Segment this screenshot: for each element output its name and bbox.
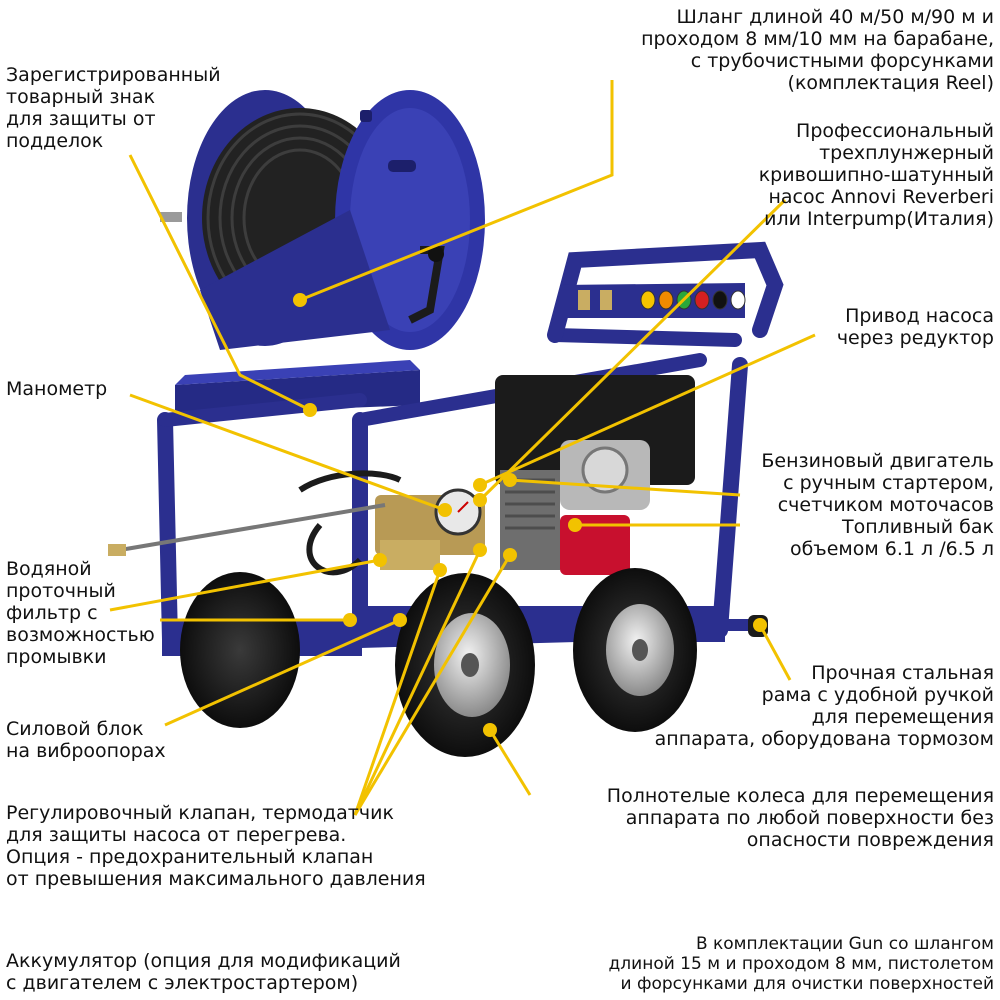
wheel-front-left (395, 573, 535, 757)
leader-dots (293, 293, 767, 737)
brass-nozzle[interactable] (578, 290, 590, 310)
nozzle-holder (560, 283, 746, 318)
wheel-front-right (573, 568, 697, 732)
leader-lines (109, 80, 816, 816)
quick-nozzle-tip[interactable] (694, 290, 710, 310)
pump-assembly (375, 488, 485, 570)
quick-nozzle-tip[interactable] (658, 290, 674, 310)
reel-stand (200, 210, 390, 350)
brass-nozzle[interactable] (600, 290, 612, 310)
quick-nozzle-tip[interactable] (640, 290, 656, 310)
quick-nozzle-tip[interactable] (730, 290, 746, 310)
label-gauge: Манометр (6, 378, 108, 400)
spray-lance (119, 503, 386, 552)
quick-nozzle-tip[interactable] (712, 290, 728, 310)
wheel-rear-left (180, 572, 300, 728)
hose-fitting (160, 212, 182, 222)
gasoline-engine (495, 375, 695, 575)
